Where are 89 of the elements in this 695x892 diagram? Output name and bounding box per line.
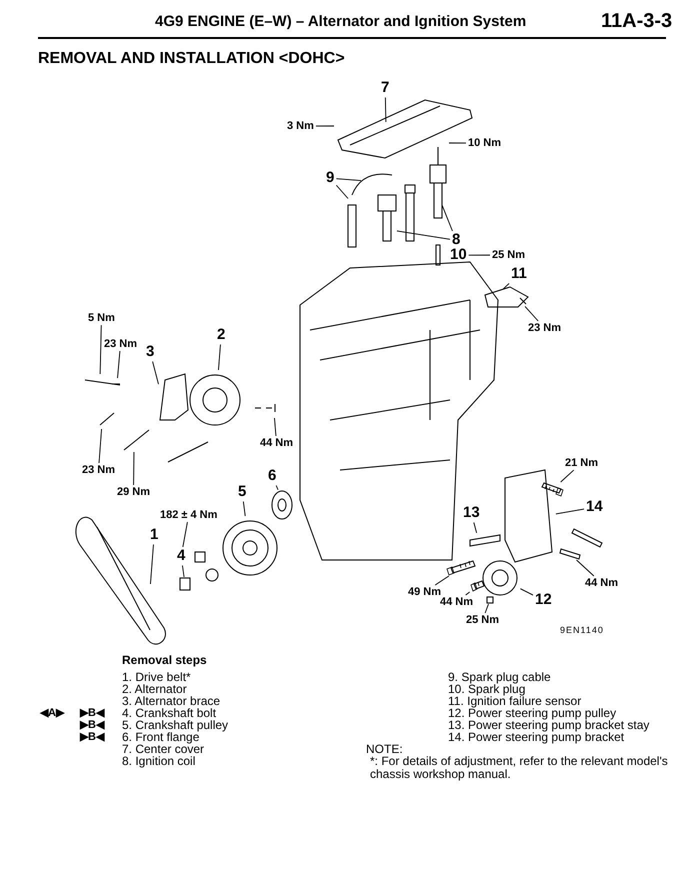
list-item: 11. Ignition failure sensor [448, 695, 582, 708]
torque-value: 25 Nm [466, 614, 500, 626]
callout-number: 10 [450, 247, 467, 264]
callout-number: 5 [238, 484, 246, 500]
list-item: 4. Crankshaft bolt [122, 707, 216, 720]
torque-value: 21 Nm [565, 457, 598, 470]
bolt-drawing [541, 482, 564, 497]
leader-line [396, 230, 450, 240]
note-text: *: For details of adjustment, refer to the relevant model's chassis workshop manual. [370, 755, 669, 782]
leader-line [520, 588, 534, 596]
torque-value: 44 Nm [585, 577, 618, 590]
torque-value: 23 Nm [82, 464, 116, 476]
list-item: 10. Spark plug [448, 683, 526, 696]
leader-line [442, 205, 453, 232]
leader-line [434, 576, 450, 586]
leader-line [150, 544, 154, 584]
callout-number: 14 [586, 499, 603, 516]
callout-number: 4 [177, 548, 186, 564]
leader-line [465, 592, 470, 596]
callout-number: 6 [268, 468, 276, 484]
list-item: 6. Front flange [122, 731, 200, 744]
list-item: 2. Alternator [122, 683, 187, 696]
leader-line [274, 418, 276, 436]
leader-line [560, 470, 574, 482]
callout-number: 7 [381, 80, 390, 96]
list-item: 5. Crankshaft pulley [122, 719, 228, 732]
torque-value: 23 Nm [528, 322, 562, 334]
leader-line [182, 522, 188, 548]
callout-number: 2 [217, 327, 226, 344]
list-item: 12. Power steering pump pulley [448, 707, 616, 720]
bolt-drawing [559, 548, 581, 560]
callout-number: 8 [452, 232, 460, 248]
list-heading: Removal steps [122, 654, 207, 668]
bolt-drawing [470, 580, 485, 592]
leader-line [468, 254, 490, 256]
torque-value: 44 Nm [260, 437, 294, 450]
bolt-drawing [446, 560, 476, 576]
leader-line [484, 604, 489, 614]
callout-number: 13 [463, 505, 480, 522]
figure-code: 9EN1140 [560, 626, 604, 636]
leader-line [182, 565, 184, 578]
service-mark: ◀A▶ [40, 707, 64, 720]
leader-line [473, 522, 478, 534]
service-mark: ▶B◀ [80, 719, 104, 732]
torque-value: 10 Nm [468, 137, 502, 150]
leader-line [384, 97, 386, 122]
callout-number: 3 [146, 344, 154, 360]
leader-line [336, 184, 348, 199]
list-item: 1. Drive belt* [122, 671, 191, 684]
list-item: 14. Power steering pump bracket [448, 731, 624, 744]
leader-line [98, 428, 102, 464]
leader-line [276, 485, 278, 490]
leader-line [336, 178, 362, 181]
torque-value: 44 Nm [440, 596, 474, 608]
leader-line [152, 361, 159, 385]
service-mark: ▶B◀ [80, 731, 104, 744]
list-item: 3. Alternator brace [122, 695, 220, 708]
list-item: 7. Center cover [122, 743, 204, 756]
callout-number: 12 [535, 592, 552, 608]
torque-value: 29 Nm [117, 486, 150, 498]
leader-line [576, 560, 594, 576]
callout-number: 9 [326, 170, 334, 186]
leader-line [524, 306, 539, 322]
torque-value: 182 ± 4 Nm [160, 509, 218, 522]
torque-value: 23 Nm [104, 338, 138, 350]
bolt-drawing [180, 578, 190, 590]
leader-line [242, 501, 246, 516]
leader-line [100, 324, 102, 374]
leader-line [555, 508, 584, 514]
torque-value: 49 Nm [408, 586, 442, 598]
leader-line [448, 142, 466, 144]
leader-line [133, 452, 134, 486]
list-item: 9. Spark plug cable [448, 671, 551, 684]
nut-drawing [486, 596, 494, 604]
torque-value: 5 Nm [88, 312, 115, 324]
list-item: 13. Power steering pump bracket stay [448, 719, 650, 732]
callout-number: 1 [150, 527, 158, 544]
service-mark: ▶B◀ [80, 707, 104, 720]
page-number: 11A-3-3 [601, 10, 672, 32]
list-item: 8. Ignition coil [122, 755, 196, 768]
section-title: REMOVAL AND INSTALLATION <DOHC> [38, 50, 345, 68]
leader-line [218, 344, 221, 370]
callout-number: 11 [511, 266, 527, 282]
torque-value: 25 Nm [492, 249, 526, 262]
note-heading: NOTE: [366, 743, 403, 756]
torque-value: 3 Nm [287, 120, 314, 132]
leader-line [117, 350, 120, 378]
leader-line [502, 283, 510, 290]
header-title: 4G9 ENGINE (E–W) – Alternator and Ignition System [155, 14, 526, 30]
